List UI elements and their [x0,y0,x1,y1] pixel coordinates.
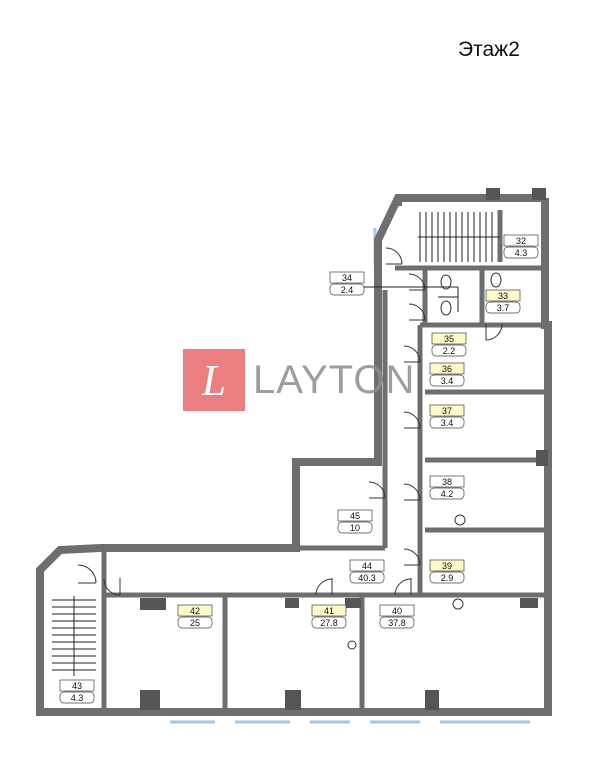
walls [36,194,552,716]
room-number-box [503,234,539,247]
room-area-box [431,344,467,357]
room-number-box [429,404,465,417]
leader-lines [360,286,459,312]
layton-logo: L LAYTON [183,349,415,411]
room-label-40: 40 37.8 [379,604,415,629]
room-number: 36 [442,364,452,374]
room-area-box [503,246,539,259]
logo-mark: L [183,349,245,411]
staircase-west [52,596,96,676]
room-area: 27.8 [320,618,338,628]
room-area-box [177,616,213,629]
room-number: 37 [442,406,452,416]
room-area: 10 [350,523,360,533]
room-number: 45 [350,511,360,521]
room-number: 32 [516,236,526,246]
logo-text: LAYTON [253,357,416,402]
floor-title: Этаж2 [458,38,520,61]
room-area: 37.8 [388,618,406,628]
room-area: 3.7 [497,303,510,313]
room-number-box [311,604,347,617]
room-number: 43 [72,681,82,691]
room-area-box [311,616,347,629]
room-label-41: 41 27.8 [311,604,347,629]
room-area-box [349,571,385,584]
room-label-32: 324.3 [503,234,539,259]
room-area: 4.3 [71,693,84,703]
room-area: 2.9 [441,573,454,583]
room-number-box [429,362,465,375]
room-label-44: 44 40.3 [349,559,385,584]
room-number-box [349,559,385,572]
room-label-36: 363.4 [429,362,465,387]
room-area: 3.4 [441,418,454,428]
room-label-43: 434.3 [59,679,95,704]
room-area-box [379,616,415,629]
room-number: 38 [442,477,452,487]
room-number: 35 [444,334,454,344]
room-label-33: 333.7 [485,289,521,314]
room-number: 44 [362,561,372,571]
interior-walls [101,210,548,712]
room-number-box [379,604,415,617]
room-area-box [59,691,95,704]
room-number: 33 [498,291,508,301]
room-labels: 324.3333.7342.4352.2363.4373.4384.2392.9… [59,234,539,704]
staircase-north [418,212,500,262]
room-area-box [429,416,465,429]
room-area: 2.4 [341,285,354,295]
room-number-box [429,475,465,488]
doors [77,247,503,596]
room-area: 4.2 [441,489,454,499]
fixtures [347,272,502,650]
room-area: 4.3 [515,248,528,258]
room-number: 39 [442,561,452,571]
room-area-box [429,374,465,387]
room-area: 40.3 [358,573,376,583]
room-area-box [429,487,465,500]
room-number-box [329,271,365,284]
room-label-35: 352.2 [431,332,467,357]
room-number-box [59,679,95,692]
room-label-38: 384.2 [429,475,465,500]
columns [140,188,548,710]
room-number: 42 [190,606,200,616]
room-area-box [429,571,465,584]
room-number: 40 [392,606,402,616]
room-area: 3.4 [441,376,454,386]
room-label-34: 342.4 [329,271,365,296]
room-number-box [429,559,465,572]
room-label-37: 373.4 [429,404,465,429]
room-number-box [337,509,373,522]
room-label-39: 392.9 [429,559,465,584]
room-area-box [329,283,365,296]
room-number: 34 [342,273,352,283]
room-area: 25 [190,618,200,628]
room-area: 2.2 [443,346,456,356]
room-area-box [485,301,521,314]
room-number-box [177,604,213,617]
room-area-box [337,521,373,534]
room-number-box [431,332,467,345]
room-number-box [485,289,521,302]
room-number: 41 [324,606,334,616]
